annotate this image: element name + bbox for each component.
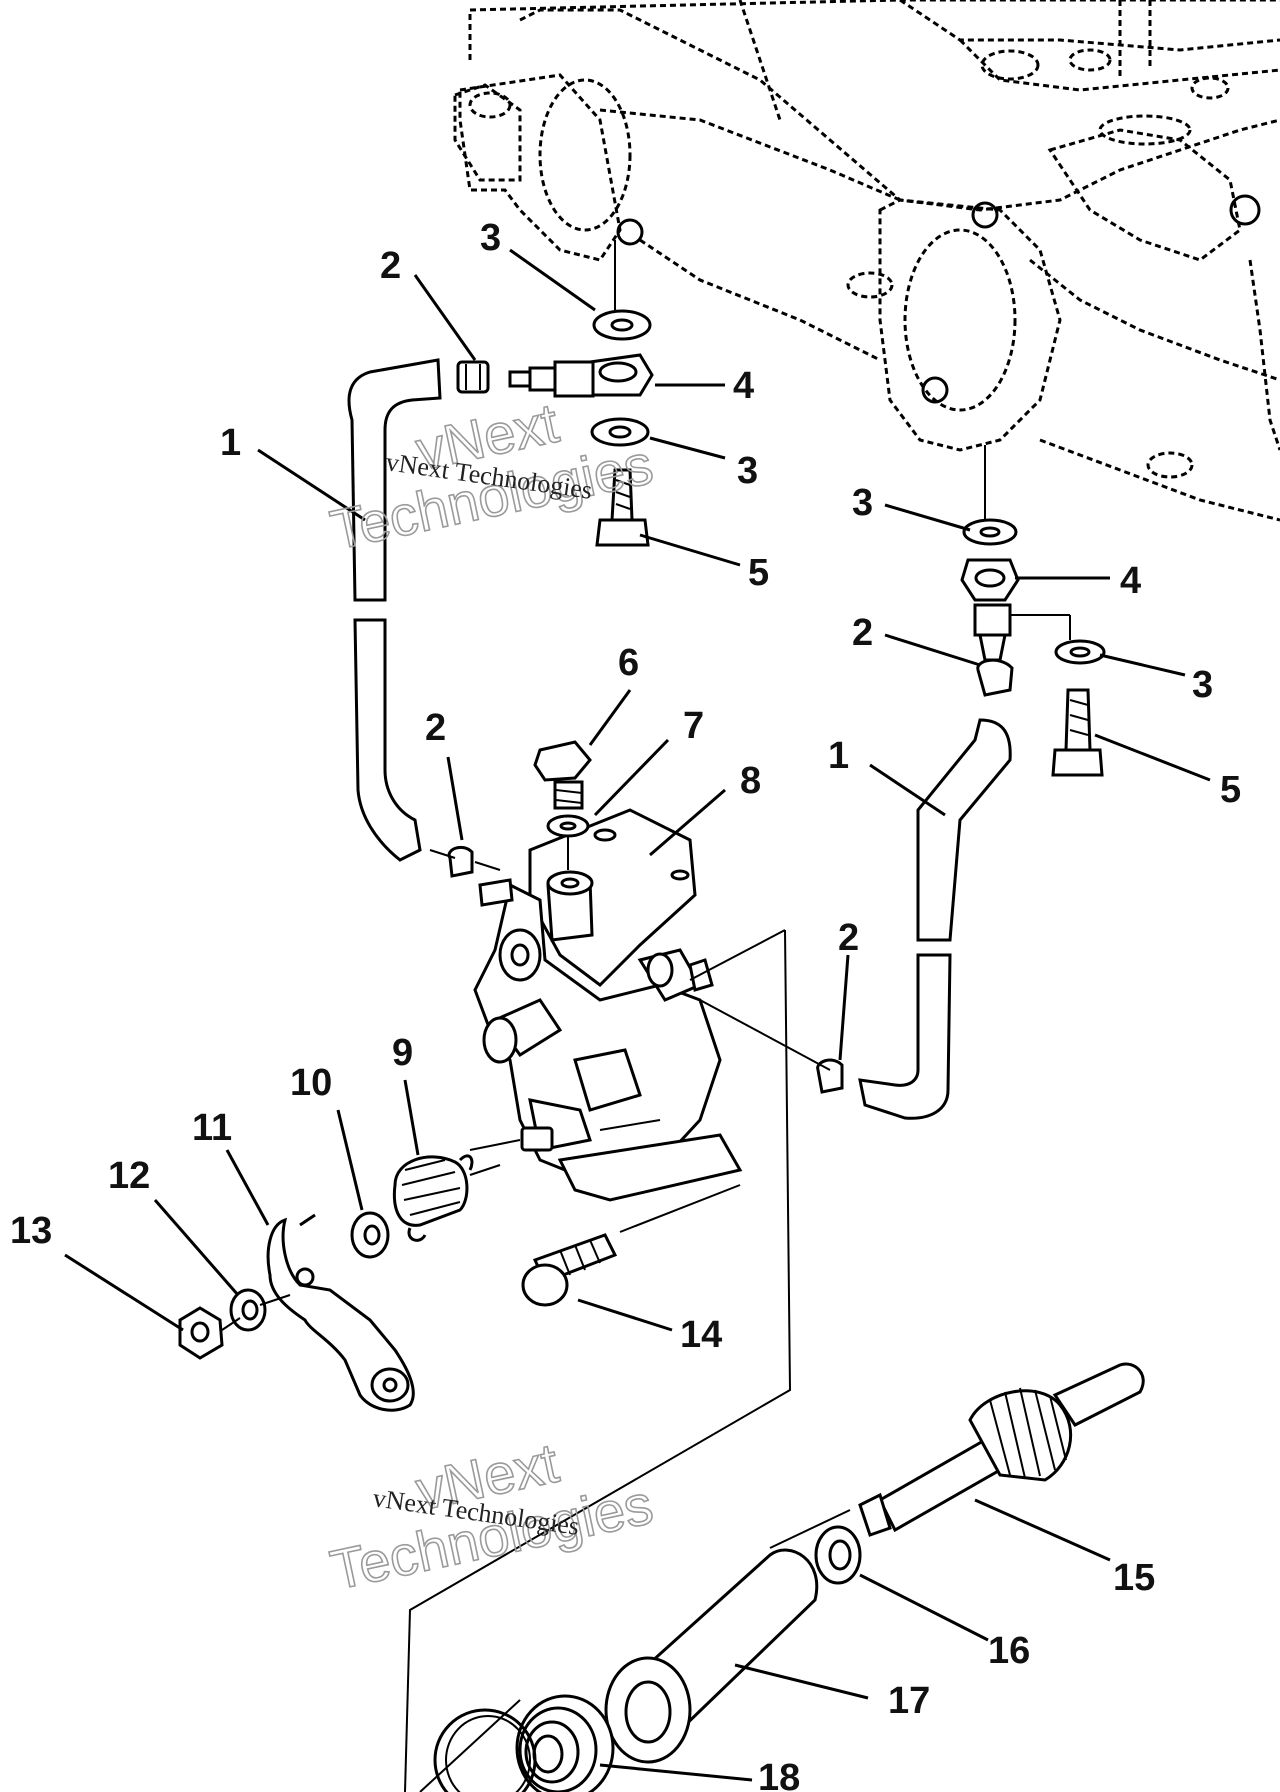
callout-10: 10 [290, 1062, 332, 1104]
cap-bolt-6 [533, 740, 592, 810]
callout-8: 8 [740, 760, 761, 802]
hose-1-left [347, 358, 442, 862]
o-ring [433, 1708, 537, 1792]
hose-clamp-2-lower-right [816, 1058, 844, 1094]
callout-3: 3 [852, 482, 873, 524]
leader-lines [64, 248, 1211, 1782]
callout-2: 2 [380, 245, 401, 287]
callout-1: 1 [220, 422, 241, 464]
callout-16: 16 [988, 1630, 1030, 1672]
spring-9 [392, 1154, 474, 1242]
callout-5: 5 [1220, 769, 1241, 811]
lock-washer-12 [229, 1288, 267, 1332]
callout-3: 3 [480, 217, 501, 259]
callout-2: 2 [852, 612, 873, 654]
callout-4: 4 [1120, 560, 1141, 602]
callout-12: 12 [108, 1155, 150, 1197]
hose-clamp-2-middle-left [447, 845, 474, 878]
hose-1-right [816, 718, 1012, 1120]
bushing-17 [604, 1548, 819, 1764]
callout-13: 13 [10, 1210, 52, 1252]
hose-clamp-2-upper-right [976, 658, 1014, 697]
engine-block [453, 0, 1280, 522]
callout-18: 18 [758, 1757, 800, 1792]
oil-pump-body [469, 808, 743, 1202]
banjo-fitting-right [960, 558, 1020, 602]
callout-17: 17 [888, 1680, 930, 1722]
hose-clamp-2-top-left [456, 360, 490, 394]
washer-16 [814, 1525, 862, 1585]
right-banjo-stack [960, 445, 1106, 777]
callout-15: 15 [1113, 1557, 1155, 1599]
callout-9: 9 [392, 1032, 413, 1074]
drive-gear-15 [858, 1362, 1145, 1537]
callout-5: 5 [748, 552, 769, 594]
callout-7: 7 [683, 705, 704, 747]
callout-numbers: 3 2 4 1 3 5 3 4 2 3 6 7 2 8 1 5 2 9 10 1… [10, 217, 1241, 1792]
washer-3-lower-right [1054, 639, 1106, 665]
callout-3: 3 [737, 450, 758, 492]
washer-3-upper-left [592, 309, 652, 341]
callout-1: 1 [828, 735, 849, 777]
washer-3-lower-left [590, 417, 650, 447]
callout-2: 2 [425, 707, 446, 749]
lever-11 [266, 1213, 415, 1412]
seal-18 [515, 1694, 615, 1792]
callout-4: 4 [733, 365, 754, 407]
washer-3-upper-right [962, 518, 1018, 546]
callout-14: 14 [680, 1314, 722, 1356]
callout-11: 11 [192, 1107, 232, 1149]
washer-7 [546, 814, 590, 838]
drive-axis-line [404, 929, 792, 1792]
left-banjo-stack [456, 240, 654, 547]
washer-10 [350, 1211, 390, 1259]
nut-13 [178, 1306, 224, 1360]
callout-2: 2 [838, 917, 859, 959]
callout-3: 3 [1192, 664, 1213, 706]
bolt-14 [521, 1233, 618, 1307]
callout-6: 6 [618, 642, 639, 684]
